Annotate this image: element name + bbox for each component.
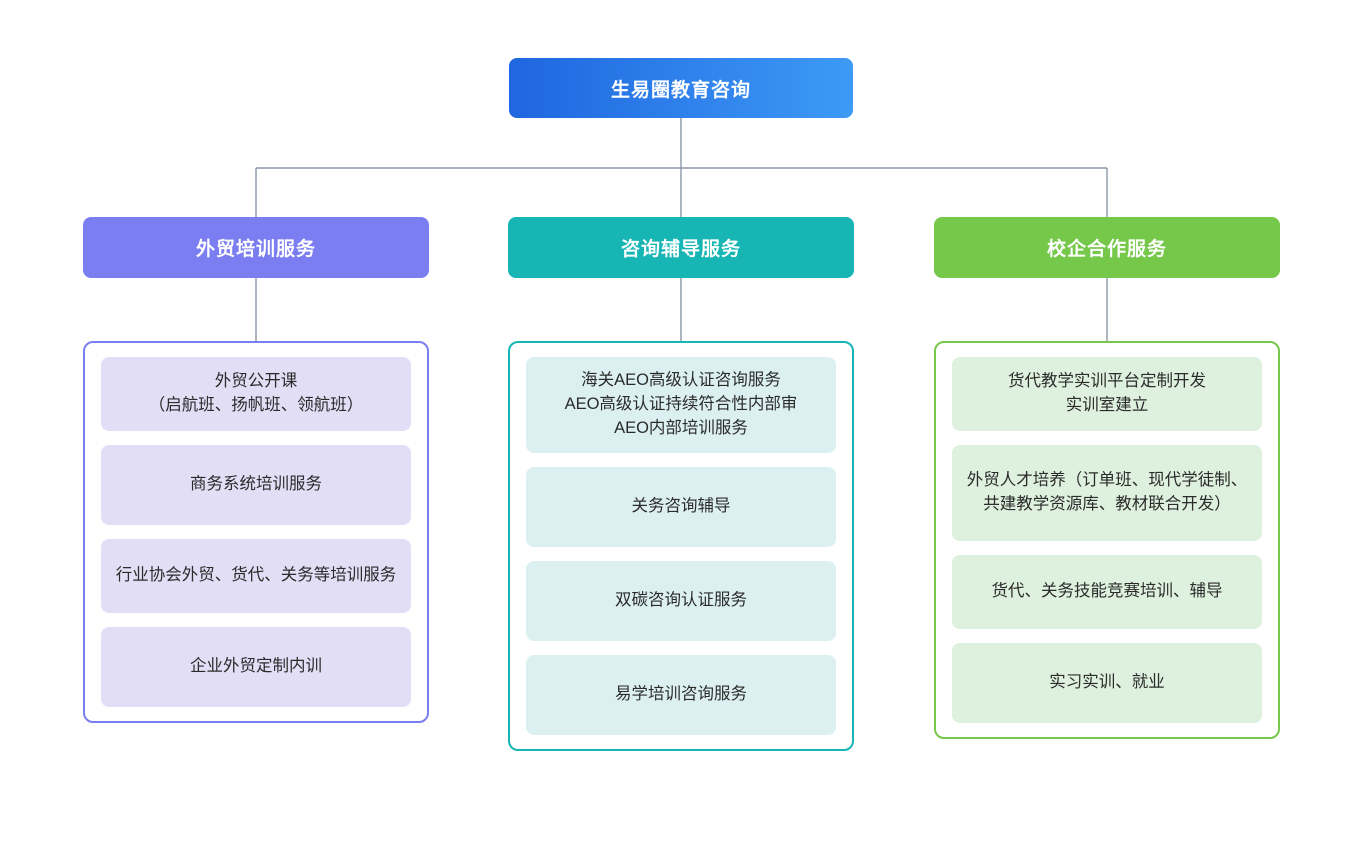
leaf-card[interactable]: 货代、关务技能竞赛培训、辅导 <box>952 555 1262 629</box>
leaf-card-label: 关务咨询辅导 <box>631 497 731 516</box>
branch-column-2: 咨询辅导服务 海关AEO高级认证咨询服务 AEO高级认证持续符合性内部审 AEO… <box>508 217 854 751</box>
leaf-card-label: 商务系统培训服务 <box>190 475 322 494</box>
branch-header-1[interactable]: 外贸培训服务 <box>83 217 429 278</box>
branch-header-label-2: 咨询辅导服务 <box>620 239 741 260</box>
branch-header-label-1: 外贸培训服务 <box>195 239 316 260</box>
branch-column-3: 校企合作服务 货代教学实训平台定制开发 实训室建立 外贸人才培养（订单班、现代学… <box>934 217 1280 739</box>
leaf-card[interactable]: 行业协会外贸、货代、关务等培训服务 <box>101 539 411 613</box>
leaf-card-label: 行业协会外贸、货代、关务等培训服务 <box>115 566 397 585</box>
leaf-card[interactable]: 外贸人才培养（订单班、现代学徒制、共建教学资源库、教材联合开发） <box>952 445 1262 541</box>
leaf-card[interactable]: 易学培训咨询服务 <box>526 655 836 735</box>
leaf-card-label: 易学培训咨询服务 <box>615 685 747 704</box>
branch-group-3: 货代教学实训平台定制开发 实训室建立 外贸人才培养（订单班、现代学徒制、共建教学… <box>934 341 1280 739</box>
leaf-card-label: 货代、关务技能竞赛培训、辅导 <box>991 582 1223 601</box>
leaf-card-label: 双碳咨询认证服务 <box>615 591 747 610</box>
root-node[interactable]: 生易圈教育咨询 <box>509 58 853 118</box>
leaf-card[interactable]: 海关AEO高级认证咨询服务 AEO高级认证持续符合性内部审 AEO内部培训服务 <box>526 357 836 453</box>
leaf-card[interactable]: 商务系统培训服务 <box>101 445 411 525</box>
leaf-card[interactable]: 关务咨询辅导 <box>526 467 836 547</box>
leaf-card-label: 企业外贸定制内训 <box>190 657 322 676</box>
leaf-card[interactable]: 实习实训、就业 <box>952 643 1262 723</box>
leaf-card-label: 外贸人才培养（订单班、现代学徒制、共建教学资源库、教材联合开发） <box>966 471 1248 513</box>
branch-header-2[interactable]: 咨询辅导服务 <box>508 217 854 278</box>
root-node-label: 生易圈教育咨询 <box>610 79 751 101</box>
branch-header-3[interactable]: 校企合作服务 <box>934 217 1280 278</box>
branch-group-2: 海关AEO高级认证咨询服务 AEO高级认证持续符合性内部审 AEO内部培训服务 … <box>508 341 854 751</box>
leaf-card[interactable]: 外贸公开课 （启航班、扬帆班、领航班） <box>101 357 411 431</box>
branch-header-label-3: 校企合作服务 <box>1046 239 1167 260</box>
leaf-card-label: 实习实训、就业 <box>1049 673 1165 692</box>
branch-column-1: 外贸培训服务 外贸公开课 （启航班、扬帆班、领航班） 商务系统培训服务 行业协会… <box>83 217 429 723</box>
leaf-card-label: 外贸公开课 （启航班、扬帆班、领航班） <box>148 372 364 414</box>
leaf-card-label: 货代教学实训平台定制开发 实训室建立 <box>1008 372 1206 414</box>
leaf-card[interactable]: 企业外贸定制内训 <box>101 627 411 707</box>
branch-group-1: 外贸公开课 （启航班、扬帆班、领航班） 商务系统培训服务 行业协会外贸、货代、关… <box>83 341 429 723</box>
leaf-card[interactable]: 双碳咨询认证服务 <box>526 561 836 641</box>
leaf-card-label: 海关AEO高级认证咨询服务 AEO高级认证持续符合性内部审 AEO内部培训服务 <box>564 371 798 437</box>
leaf-card[interactable]: 货代教学实训平台定制开发 实训室建立 <box>952 357 1262 431</box>
